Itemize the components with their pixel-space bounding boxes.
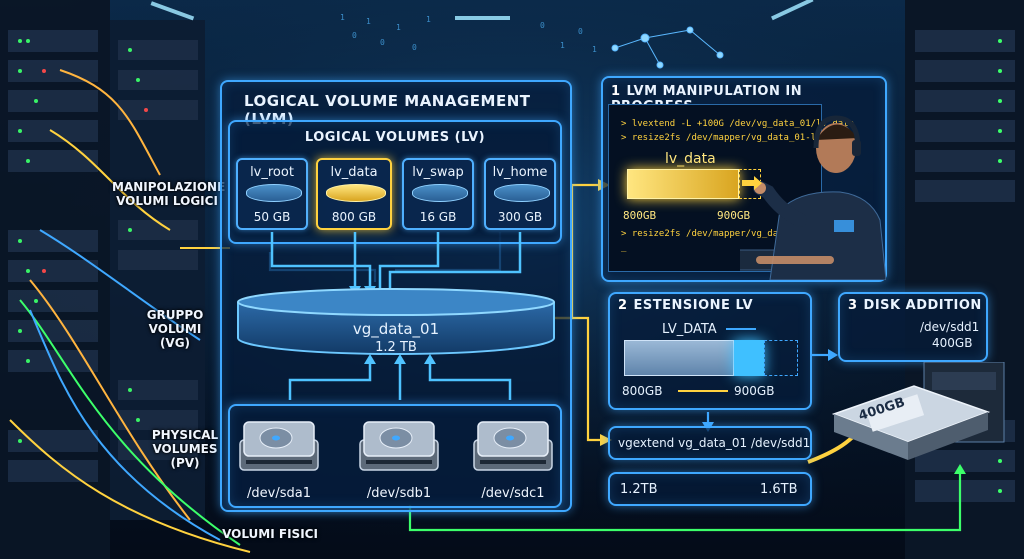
step3-title-row: 3 DISK ADDITION xyxy=(848,298,982,313)
side-label-fisici: VOLUMI FISICI xyxy=(222,527,318,541)
vg-size-box: 1.2TB 1.6TB xyxy=(608,472,812,506)
lv-size: 50 GB xyxy=(253,210,291,224)
svg-text:1: 1 xyxy=(340,13,345,22)
svg-text:0: 0 xyxy=(352,31,357,40)
step3-number: 3 xyxy=(848,298,858,313)
step1-to: 900GB xyxy=(717,209,751,222)
left-server-rack xyxy=(0,0,205,559)
lv-name: lv_data xyxy=(330,165,378,180)
vgextend-command: vgextend vg_data_01 /dev/sdd1 xyxy=(618,436,811,450)
lv-data-bar-label: lv_data xyxy=(665,151,716,167)
lv-card-root[interactable]: lv_root 50 GB xyxy=(236,158,308,230)
step2-arrow-icon xyxy=(678,390,728,392)
side-label-physical: PHYSICAL VOLUMES (PV) xyxy=(151,428,219,470)
hard-disk-icon[interactable] xyxy=(236,418,322,476)
terminal-command: > resize2fs /dev/mapper/vg_data_01-lv_da… xyxy=(621,229,849,239)
volume-cylinder-icon xyxy=(246,184,302,202)
step3-panel: 3 DISK ADDITION /dev/sdd1 400GB xyxy=(838,292,988,362)
side-label-group: GRUPPO VOLUMI (VG) xyxy=(146,308,204,350)
step2-to: 900GB xyxy=(734,384,775,398)
pointing-arrow-icon xyxy=(742,176,762,190)
step2-from: 800GB xyxy=(622,384,663,398)
lv-name: lv_swap xyxy=(412,165,464,180)
lv-size: 800 GB xyxy=(331,210,377,224)
vgextend-command-box[interactable]: vgextend vg_data_01 /dev/sdd1 xyxy=(608,426,812,460)
technician-illustration xyxy=(740,115,886,280)
vg-size-from: 1.2TB xyxy=(620,482,658,497)
lv-panel-title: LOGICAL VOLUMES (LV) xyxy=(304,130,486,145)
step2-bar-outline xyxy=(764,340,798,376)
lv-name: lv_home xyxy=(492,165,548,180)
pv-label-sda1: /dev/sda1 xyxy=(247,486,311,501)
terminal-command: > lvextend -L +100G /dev/vg_data_01/lv_d… xyxy=(621,119,854,129)
step2-title-row: 2 ESTENSIONE LV xyxy=(618,298,753,313)
volume-group-cylinder xyxy=(237,288,555,355)
volume-cylinder-icon xyxy=(494,184,550,202)
svg-text:1: 1 xyxy=(396,23,401,32)
lv-name: lv_root xyxy=(250,165,294,180)
pv-label-sdc1: /dev/sdc1 xyxy=(481,486,545,501)
svg-text:1: 1 xyxy=(560,41,565,50)
lv-size: 16 GB xyxy=(419,210,457,224)
svg-text:1: 1 xyxy=(426,15,431,24)
step2-panel: 2 ESTENSIONE LV LV_DATA 800GB 900GB xyxy=(608,292,812,410)
step2-bar-extension xyxy=(734,340,764,376)
svg-text:0: 0 xyxy=(412,43,417,52)
step3-size: 400GB xyxy=(932,336,973,350)
step1-number: 1 xyxy=(611,84,621,99)
cables xyxy=(9,69,251,553)
vg-size: 1.2 TB xyxy=(375,340,417,355)
side-label-logical: MANIPOLAZIONE VOLUMI LOGICI xyxy=(112,180,226,208)
lv-card-swap[interactable]: lv_swap 16 GB xyxy=(402,158,474,230)
lv-card-home[interactable]: lv_home 300 GB xyxy=(484,158,556,230)
step2-bar-label: LV_DATA xyxy=(662,322,717,337)
svg-text:0: 0 xyxy=(578,27,583,36)
volume-cylinder-icon xyxy=(326,184,386,202)
svg-text:1: 1 xyxy=(366,17,371,26)
svg-text:0: 0 xyxy=(380,38,385,47)
network-graph xyxy=(611,26,724,69)
step2-label-arrow-icon xyxy=(726,328,756,330)
step3-device: /dev/sdd1 xyxy=(920,320,980,334)
new-disk-icon[interactable] xyxy=(828,362,1014,490)
step2-bar-base xyxy=(624,340,734,376)
terminal-prompt: _ xyxy=(621,243,627,253)
step2-number: 2 xyxy=(618,298,628,313)
svg-text:0: 0 xyxy=(540,21,545,30)
svg-text:1: 1 xyxy=(592,45,597,54)
volume-cylinder-icon xyxy=(412,184,468,202)
step2-title: ESTENSIONE LV xyxy=(633,298,754,313)
vg-name: vg_data_01 xyxy=(352,320,440,338)
hard-disk-icon[interactable] xyxy=(356,418,442,476)
lv-data-bar xyxy=(627,169,739,199)
pv-label-sdb1: /dev/sdb1 xyxy=(366,486,432,501)
terminal-window[interactable]: > lvextend -L +100G /dev/vg_data_01/lv_d… xyxy=(608,104,854,272)
lv-size: 300 GB xyxy=(497,210,543,224)
lv-card-data[interactable]: lv_data 800 GB xyxy=(316,158,392,230)
right-server-rack xyxy=(905,0,1024,559)
step3-title: DISK ADDITION xyxy=(863,298,982,313)
ceiling-lights xyxy=(150,0,814,21)
vg-size-to: 1.6TB xyxy=(760,482,798,497)
hard-disk-icon[interactable] xyxy=(470,418,556,476)
terminal-command: > resize2fs /dev/mapper/vg_data_01-lv_da… xyxy=(621,133,849,143)
step1-from: 800GB xyxy=(623,209,657,222)
